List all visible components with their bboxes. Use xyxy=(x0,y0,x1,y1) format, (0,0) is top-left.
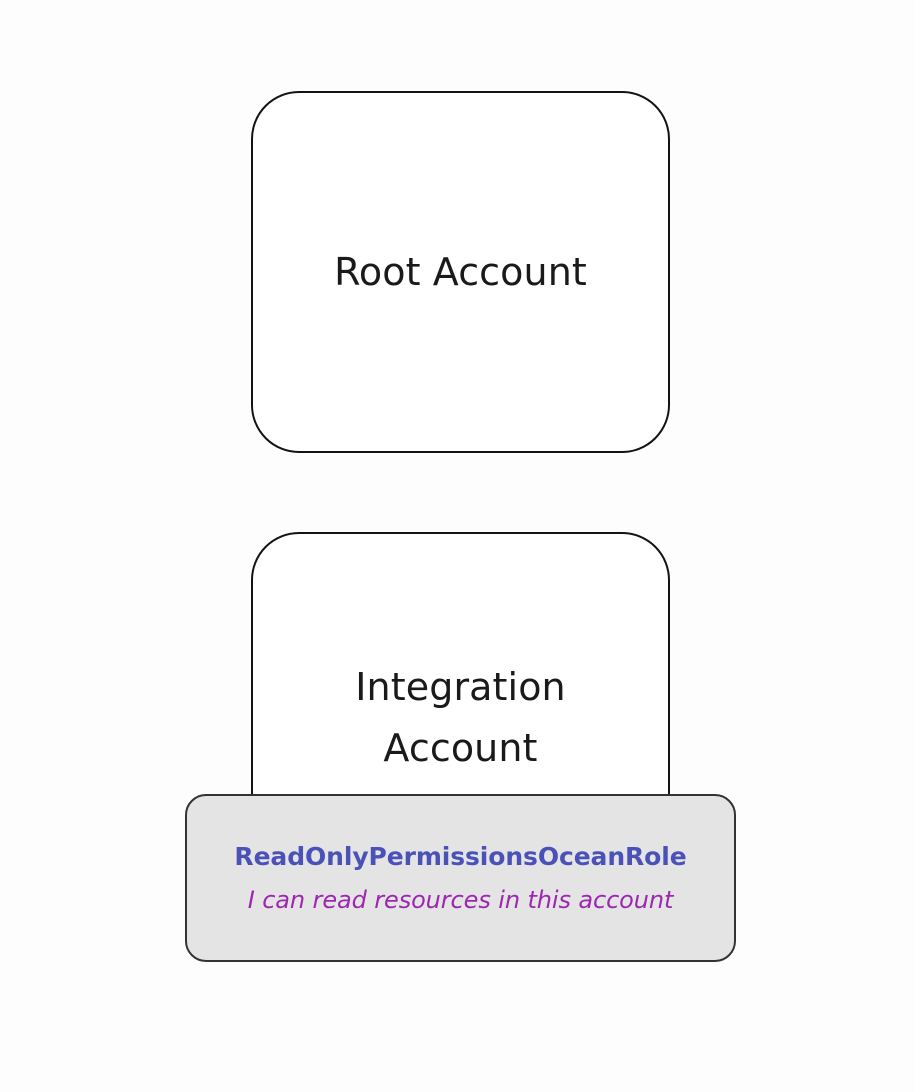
root-account-container[interactable]: Root Account xyxy=(251,91,670,453)
readonly-role-card[interactable]: ReadOnlyPermissionsOceanRole I can read … xyxy=(185,794,736,962)
root-account-label: Root Account xyxy=(334,249,587,294)
role-description-label: I can read resources in this account xyxy=(247,885,674,914)
role-name-label: ReadOnlyPermissionsOceanRole xyxy=(234,841,687,871)
integration-account-label: Integration Account xyxy=(355,665,566,770)
